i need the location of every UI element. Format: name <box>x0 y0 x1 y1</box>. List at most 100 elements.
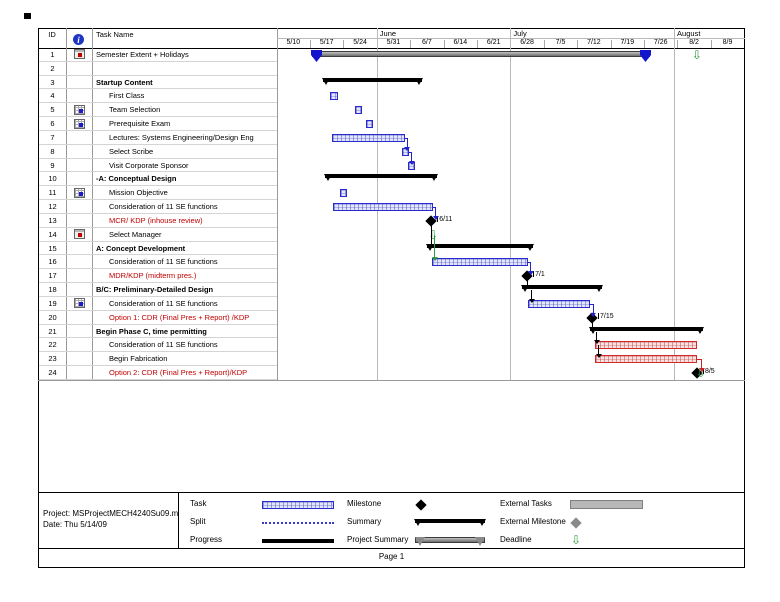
week-label[interactable]: 5/31 <box>386 39 401 46</box>
gantt-bar-task-5[interactable] <box>354 106 362 115</box>
task-row-1[interactable]: 1 Semester Extent + Holidays <box>39 48 277 62</box>
task-name[interactable]: Consideration of 11 SE functions <box>109 202 218 212</box>
week-label[interactable]: 8/9 <box>722 39 733 46</box>
gantt-bar-summary-3[interactable] <box>321 77 424 85</box>
task-id: 14 <box>48 229 57 239</box>
task-row-2[interactable]: 2 <box>39 62 277 76</box>
task-name[interactable]: Consideration of 11 SE functions <box>109 340 218 350</box>
gantt-bar-task-4[interactable] <box>330 92 338 101</box>
task-row-5[interactable]: 5 Team Selection <box>39 103 277 118</box>
gantt-bar-summary-15[interactable] <box>425 243 534 251</box>
link-arrowhead <box>595 354 602 359</box>
task-name[interactable]: Visit Corporate Sponsor <box>109 160 189 170</box>
task-name[interactable]: Semester Extent + Holidays <box>96 49 189 59</box>
task-row-10[interactable]: 10-A: Conceptual Design <box>39 172 277 187</box>
gantt-bar-task-23[interactable] <box>594 355 697 364</box>
task-id: 1 <box>50 49 55 59</box>
week-label[interactable]: 7/19 <box>620 39 635 46</box>
constraint-calendar-icon[interactable] <box>66 187 92 198</box>
task-name[interactable]: Consideration of 11 SE functions <box>109 257 218 267</box>
task-id: 8 <box>50 146 55 156</box>
task-name[interactable]: Select Manager <box>109 229 162 239</box>
month-label[interactable]: July <box>513 29 527 38</box>
column-header-id[interactable]: ID <box>48 30 56 39</box>
note-indicator-icon[interactable] <box>66 229 92 240</box>
task-name[interactable]: Startup Content <box>96 77 153 87</box>
task-id: 9 <box>50 160 55 170</box>
week-tick <box>343 40 345 48</box>
gantt-bar-summary-18[interactable] <box>520 285 604 293</box>
task-row-8[interactable]: 8 Select Scribe <box>39 145 277 159</box>
gantt-bar-task-6[interactable] <box>365 120 373 129</box>
week-label[interactable]: 6/21 <box>486 39 501 46</box>
task-name[interactable]: Option 2: CDR (Final Pres + Report)/KDP <box>109 367 248 377</box>
info-indicator-icon[interactable] <box>73 34 84 45</box>
task-name[interactable]: First Class <box>109 91 145 101</box>
week-label[interactable]: 7/26 <box>653 39 668 46</box>
gantt-bar-summary-10[interactable] <box>323 174 439 182</box>
task-name[interactable]: Begin Phase C, time permitting <box>96 326 207 336</box>
task-id: 5 <box>50 105 55 115</box>
week-label[interactable]: 5/17 <box>319 39 334 46</box>
task-row-9[interactable]: 9 Visit Corporate Sponsor <box>39 159 277 173</box>
external-milestone-marker[interactable] <box>310 49 322 67</box>
week-label[interactable]: 6/7 <box>422 39 432 46</box>
week-label[interactable]: 5/24 <box>353 39 367 46</box>
week-label[interactable]: 6/14 <box>453 39 468 46</box>
task-name[interactable]: Prerequisite Exam <box>109 119 171 129</box>
task-name[interactable]: Select Scribe <box>109 146 154 156</box>
task-name[interactable]: Option 1: CDR (Final Pres + Report) /KDP <box>109 312 250 322</box>
column-header-task-name[interactable]: Task Name <box>96 30 134 39</box>
task-name[interactable]: MDR/KDP (midterm pres.) <box>109 271 197 281</box>
legend-label: External Milestone <box>500 517 566 526</box>
month-label[interactable]: June <box>379 29 397 38</box>
week-label[interactable]: 7/12 <box>587 39 601 46</box>
gantt-bar-task-12[interactable] <box>332 203 434 212</box>
gantt-bar-task-11[interactable] <box>340 189 348 198</box>
task-name[interactable]: MCR/ KDP (inhouse review) <box>109 215 203 225</box>
task-name[interactable]: Lectures: Systems Engineering/Design Eng <box>109 132 254 142</box>
week-label[interactable]: 7/5 <box>555 39 566 46</box>
gantt-bar-task-16[interactable] <box>432 258 529 267</box>
task-name[interactable]: Mission Objective <box>109 188 168 198</box>
task-name[interactable]: Consideration of 11 SE functions <box>109 298 218 308</box>
gantt-bar-project-summary-1[interactable] <box>311 51 651 57</box>
note-indicator-icon[interactable] <box>66 49 92 60</box>
task-name[interactable]: Team Selection <box>109 105 161 115</box>
task-row-14[interactable]: 14 Select Manager <box>39 228 277 242</box>
week-label[interactable]: 6/28 <box>520 39 534 46</box>
task-name[interactable]: A: Concept Development <box>96 243 186 253</box>
external-milestone-marker[interactable] <box>640 49 652 67</box>
gantt-bar-task-19[interactable] <box>528 299 591 308</box>
constraint-calendar-icon[interactable] <box>66 298 92 309</box>
constraint-calendar-icon[interactable] <box>66 118 92 129</box>
week-label[interactable]: 5/10 <box>286 39 301 46</box>
task-name[interactable]: Begin Fabrication <box>109 354 168 364</box>
week-label[interactable]: 8/2 <box>689 39 699 46</box>
link-line <box>433 207 437 209</box>
gantt-bar-task-22[interactable] <box>594 341 697 350</box>
task-name[interactable]: -A: Conceptual Design <box>96 174 177 184</box>
gantt-bar-task-7[interactable] <box>331 133 405 142</box>
gantt-bar-summary-21[interactable] <box>589 326 705 334</box>
task-name[interactable]: B/C: Preliminary-Detailed Design <box>96 285 214 295</box>
month-label[interactable]: August <box>677 29 701 38</box>
constraint-calendar-icon[interactable] <box>66 104 92 115</box>
